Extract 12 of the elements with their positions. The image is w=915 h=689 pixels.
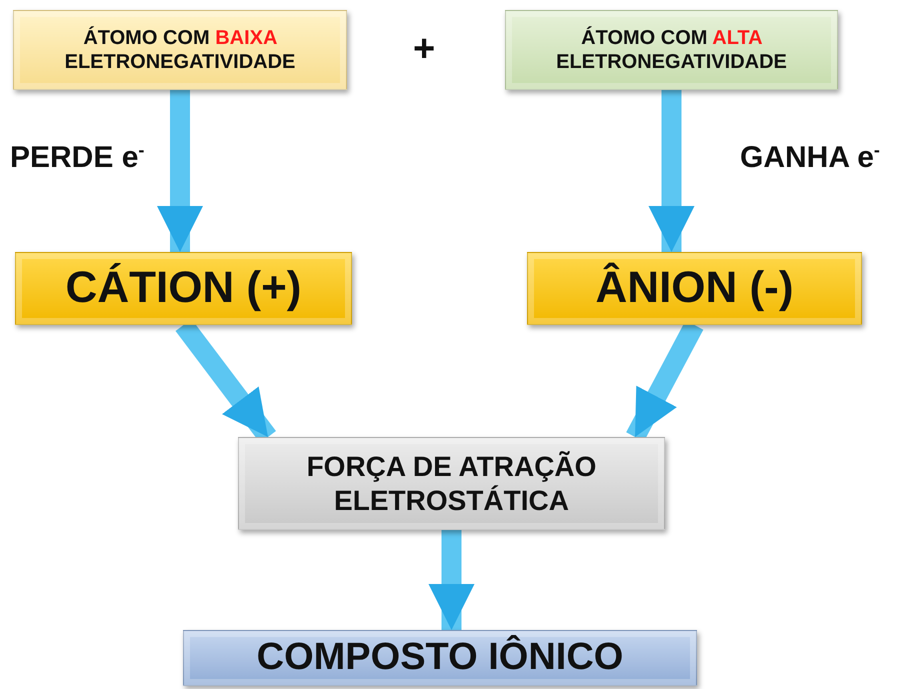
step-label: GANHA e$^{-}$ xyxy=(740,140,880,175)
process-box: ÁTOMO COM BAIXA ELETRONEGATIVIDADE xyxy=(13,10,347,90)
block-arrow xyxy=(428,530,474,630)
block-arrow xyxy=(648,90,694,252)
process-box: ÂNION (-) xyxy=(527,252,862,325)
plus-sign: + xyxy=(413,28,436,71)
process-box: FORÇA DE ATRAÇÃO ELETROSTÁTICA xyxy=(238,437,665,530)
process-box: ÁTOMO COM ALTA ELETRONEGATIVIDADE xyxy=(505,10,838,90)
process-box: COMPOSTO IÔNICO xyxy=(183,630,697,686)
process-box: CÁTION (+) xyxy=(15,252,352,325)
block-arrow xyxy=(157,90,203,252)
step-label: PERDE e$^{-}$ xyxy=(10,140,144,175)
